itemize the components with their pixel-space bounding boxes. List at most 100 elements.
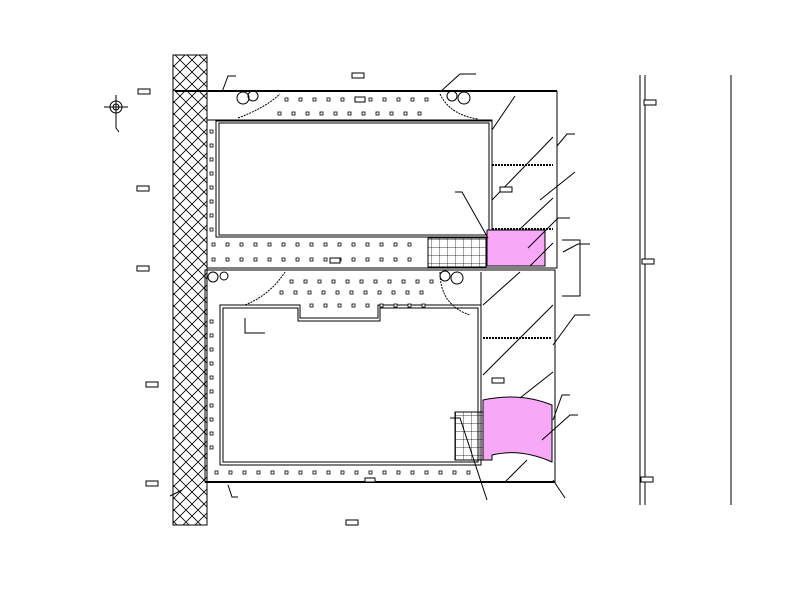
planting-dot: [391, 290, 396, 295]
planting-dot: [209, 157, 214, 162]
planting-dot: [307, 290, 312, 295]
lower-building: [219, 304, 482, 466]
upper-pink-area: [486, 229, 546, 267]
planting-dot: [323, 242, 328, 247]
planting-dot: [396, 97, 401, 102]
planting-dot: [417, 111, 422, 116]
planting-dot: [253, 257, 258, 262]
planting-dot: [335, 290, 340, 295]
planting-dot: [293, 290, 298, 295]
planting-dot: [340, 470, 345, 475]
planting-dot: [452, 470, 457, 475]
planting-dot: [209, 361, 214, 366]
planting-dot: [401, 279, 406, 284]
planting-dot: [407, 242, 412, 247]
planting-dot: [393, 242, 398, 247]
planting-dot: [319, 111, 324, 116]
planting-dot: [281, 242, 286, 247]
planting-dot: [309, 257, 314, 262]
planting-dot: [365, 257, 370, 262]
planting-dot: [396, 470, 401, 475]
planting-dot: [373, 279, 378, 284]
planting-dot: [351, 303, 356, 308]
planting-dot: [323, 303, 328, 308]
planting-dot: [377, 290, 382, 295]
planting-dot: [340, 97, 345, 102]
planting-dot: [225, 242, 230, 247]
planting-dot: [298, 97, 303, 102]
planting-dot: [209, 319, 214, 324]
planting-dot: [209, 129, 214, 134]
dimension-label-boxes: [136, 72, 657, 526]
planting-dot: [242, 470, 247, 475]
planting-dot: [365, 242, 370, 247]
planting-dot: [211, 257, 216, 262]
tree-icon: [439, 270, 464, 285]
planting-dot: [270, 470, 275, 475]
planting-dot: [312, 470, 317, 475]
planting-dot: [305, 111, 310, 116]
planting-dot: [403, 111, 408, 116]
lower-lot: [204, 269, 556, 483]
planting-dot: [349, 290, 354, 295]
planting-dot: [209, 389, 214, 394]
planting-dot: [321, 290, 326, 295]
planting-dot: [284, 470, 289, 475]
planting-dot: [317, 279, 322, 284]
planting-dot: [281, 257, 286, 262]
planting-dot: [368, 470, 373, 475]
planting-dot: [298, 470, 303, 475]
planting-dot: [359, 279, 364, 284]
planting-dot: [466, 470, 471, 475]
planting-dot: [415, 279, 420, 284]
planting-dot: [326, 470, 331, 475]
planting-dot: [387, 279, 392, 284]
planting-dot: [214, 470, 219, 475]
planting-dot: [379, 242, 384, 247]
planting-dot: [279, 290, 284, 295]
planting-dot: [309, 303, 314, 308]
planting-dot: [438, 470, 443, 475]
planting-dot: [405, 290, 410, 295]
planting-dot: [289, 279, 294, 284]
planting-dot: [393, 257, 398, 262]
planting-dot: [209, 333, 214, 338]
planting-dot: [421, 303, 426, 308]
planting-dot: [382, 470, 387, 475]
planting-dot: [295, 257, 300, 262]
planting-dot: [253, 242, 258, 247]
planting-dot: [209, 199, 214, 204]
planting-dot: [365, 303, 370, 308]
planting-dot: [407, 303, 412, 308]
planting-dots: [209, 97, 471, 475]
planting-dot: [211, 242, 216, 247]
road-edge-line: [639, 75, 646, 505]
planting-dot: [351, 242, 356, 247]
planting-dot: [209, 375, 214, 380]
planting-dot: [209, 445, 214, 450]
planting-dot: [291, 111, 296, 116]
planting-dot: [239, 242, 244, 247]
planting-dot: [209, 403, 214, 408]
planting-dot: [424, 97, 429, 102]
planting-dot: [363, 290, 368, 295]
tree-icon: [236, 90, 259, 105]
planting-dot: [209, 143, 214, 148]
planting-dot: [209, 431, 214, 436]
planting-dot: [410, 97, 415, 102]
planting-dot: [209, 213, 214, 218]
planting-dot: [333, 111, 338, 116]
planting-dot: [375, 111, 380, 116]
planting-dot: [209, 171, 214, 176]
planting-dot: [331, 279, 336, 284]
tree-icon: [446, 90, 471, 105]
boundary-wall: [172, 54, 208, 526]
planting-dot: [309, 242, 314, 247]
planting-dot: [303, 279, 308, 284]
planting-dot: [337, 242, 342, 247]
upper-paving-grid: [427, 237, 487, 268]
upper-building: [218, 122, 490, 236]
planting-dot: [209, 185, 214, 190]
planting-dot: [209, 347, 214, 352]
